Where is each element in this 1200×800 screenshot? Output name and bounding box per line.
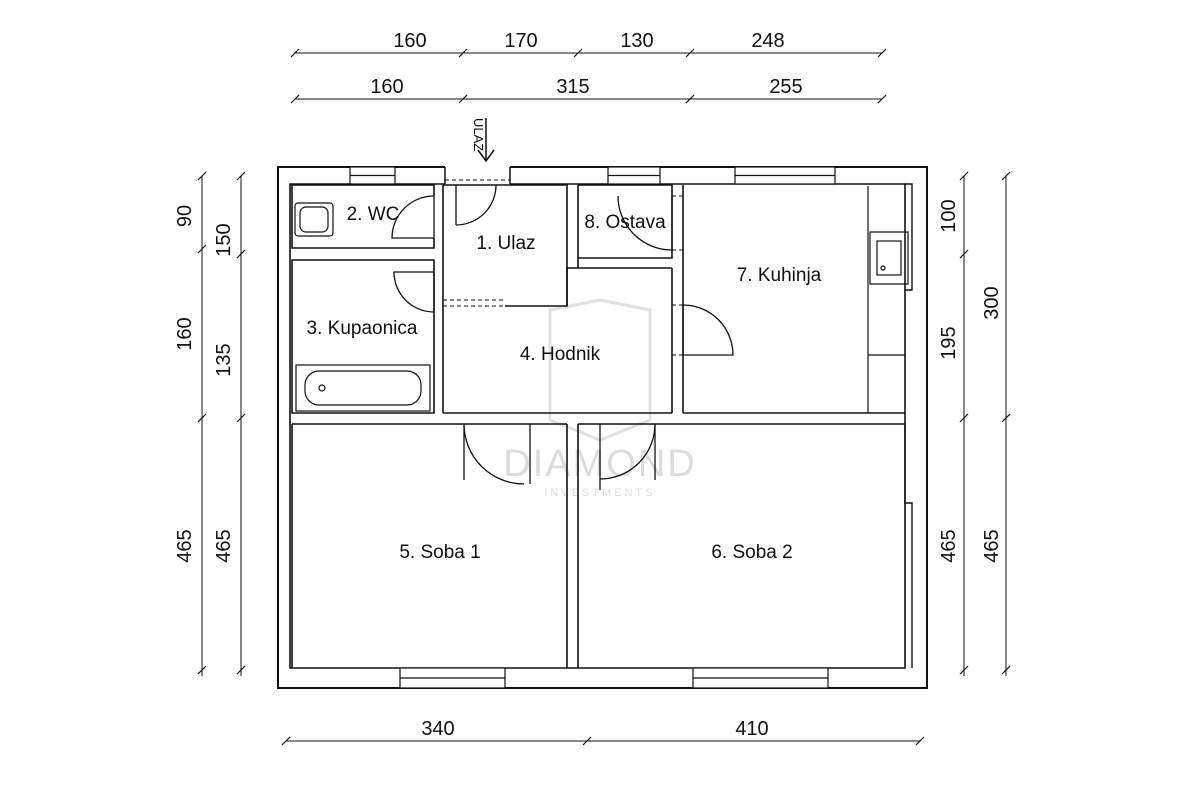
watermark: DIAMOND INVESTMENTS <box>503 298 696 499</box>
bathtub-icon <box>295 364 431 412</box>
dim-top2-b: 315 <box>556 76 589 98</box>
dim-left-inner-a: 150 <box>213 223 235 256</box>
dim-right-inner-b: 195 <box>938 326 960 359</box>
dim-right-outer-b: 465 <box>981 529 1003 562</box>
dim-right-outer-a: 300 <box>981 286 1003 319</box>
room-labels: 1. Ulaz 2. WC 3. Kupaonica 4. Hodnik 5. … <box>307 204 822 563</box>
dim-right-inner-a: 100 <box>938 199 960 232</box>
room-label-soba-2: 6. Soba 2 <box>711 542 792 563</box>
windows <box>349 166 836 689</box>
room-label-ostava: 8. Ostava <box>584 212 666 233</box>
dimension-ticks <box>197 48 1011 746</box>
dim-top1-d: 248 <box>751 30 784 52</box>
watermark-name: DIAMOND <box>503 443 696 485</box>
dimension-lines <box>201 52 1007 742</box>
room-label-ulaz: 1. Ulaz <box>476 233 535 254</box>
room-label-hodnik: 4. Hodnik <box>520 344 601 365</box>
door-thresholds <box>443 195 683 425</box>
dim-top1-b: 170 <box>504 30 537 52</box>
dim-left-inner-b: 135 <box>213 343 235 376</box>
dim-bottom-b: 410 <box>735 718 768 740</box>
outer-walls <box>277 166 928 689</box>
dim-top2-c: 255 <box>769 76 802 98</box>
room-label-soba-1: 5. Soba 1 <box>399 542 480 563</box>
dim-left-outer-c: 465 <box>174 529 196 562</box>
kitchen-counter <box>867 186 909 413</box>
room-label-wc: 2. WC <box>347 204 400 225</box>
dim-right-inner-c: 465 <box>938 529 960 562</box>
watermark-logo-shape <box>548 298 652 442</box>
doors <box>391 184 734 490</box>
watermark-sub: INVESTMENTS <box>544 487 655 499</box>
dim-top1-c: 130 <box>620 30 653 52</box>
dim-top2-a: 160 <box>370 76 403 98</box>
room-label-kupaonica: 3. Kupaonica <box>307 318 418 339</box>
dim-left-outer-b: 160 <box>174 317 196 350</box>
dim-left-inner-c: 465 <box>213 529 235 562</box>
dimension-labels: 160 170 130 248 160 315 255 340 410 90 1… <box>174 30 1003 740</box>
dim-left-outer-a: 90 <box>174 205 196 227</box>
dim-bottom-a: 340 <box>421 718 454 740</box>
entrance-label: ULAZ <box>471 118 486 151</box>
entrance-arrow: ULAZ <box>471 118 495 163</box>
interior-walls <box>291 183 913 668</box>
entrance-opening <box>444 165 511 185</box>
dim-top1-a: 160 <box>393 30 426 52</box>
toilet-icon <box>294 202 334 237</box>
room-label-kuhinja: 7. Kuhinja <box>737 265 822 286</box>
